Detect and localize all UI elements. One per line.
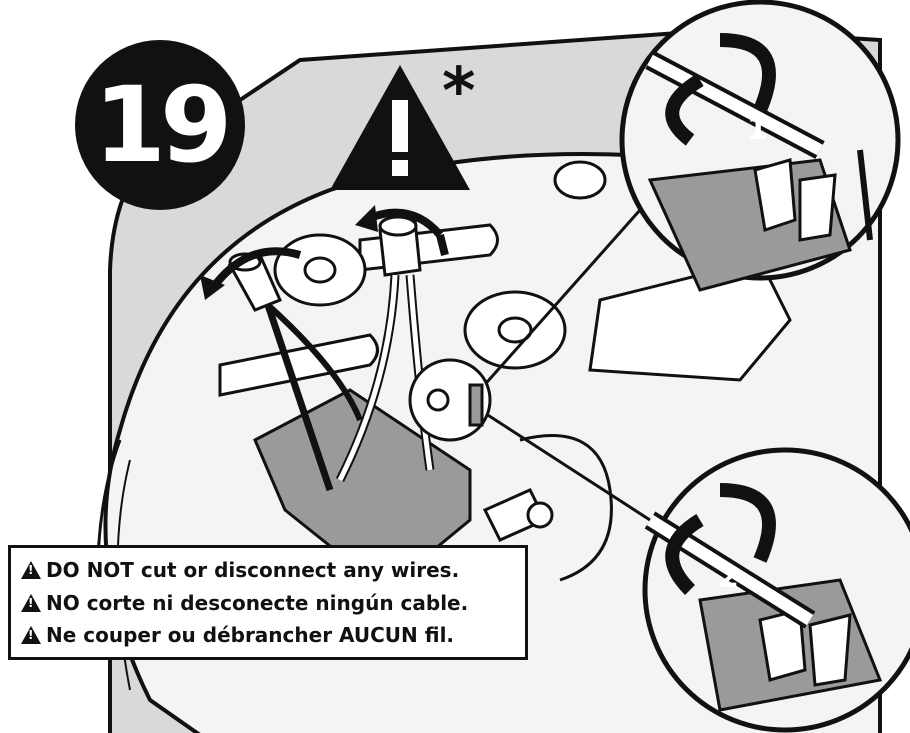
cable-loop	[519, 434, 613, 582]
warning-icon	[21, 561, 41, 579]
rotate-arrow-right-tail	[436, 234, 449, 256]
callout-label-2: 2	[718, 560, 739, 595]
rotate-arrow-right-head	[355, 205, 378, 232]
screw-callout	[408, 358, 492, 442]
warning-box: DO NOT cut or disconnect any wires. NO c…	[8, 545, 528, 660]
warning-line-es: NO corte ni desconecte ningún cable.	[21, 593, 515, 613]
warning-text-en: DO NOT cut or disconnect any wires.	[46, 558, 460, 582]
step-number-badge: 19	[75, 40, 245, 210]
warning-text-es: NO corte ni desconecte ningún cable.	[46, 590, 469, 615]
white-wire-1-fill	[337, 274, 398, 482]
warning-icon	[21, 593, 41, 612]
cutout-left	[253, 388, 472, 592]
wire-nut-right	[378, 215, 422, 277]
rotate-arrow-left-head	[200, 275, 225, 300]
mounting-boss-1	[273, 233, 367, 307]
screwdriver-1-fill	[647, 54, 823, 156]
leader-line-2	[479, 408, 651, 522]
mounting-boss-3	[553, 160, 607, 200]
black-wire-left	[264, 303, 334, 492]
warning-line-fr: Ne couper ou débrancher AUCUN fil.	[21, 625, 515, 645]
warning-triangle-large	[330, 65, 470, 190]
detail-2-wirenuts	[758, 608, 852, 687]
ground-screw	[482, 488, 554, 542]
caution-asterisk: *	[442, 55, 476, 129]
callout-label-1: 1	[747, 112, 768, 147]
warning-icon	[21, 626, 41, 644]
rotation-2	[665, 483, 776, 595]
detail-1-wirenuts	[753, 158, 837, 242]
rotate-arrow-left	[211, 247, 302, 288]
black-wire-2	[265, 302, 363, 422]
rotation-1	[665, 33, 776, 146]
leader-line-1	[478, 209, 642, 391]
warning-text-fr: Ne couper ou débrancher AUCUN fil.	[46, 623, 455, 647]
slot-left	[218, 333, 379, 397]
warning-line-en: DO NOT cut or disconnect any wires.	[21, 560, 515, 580]
mounting-boss-2	[463, 290, 567, 370]
detail-1-wire	[857, 149, 873, 241]
